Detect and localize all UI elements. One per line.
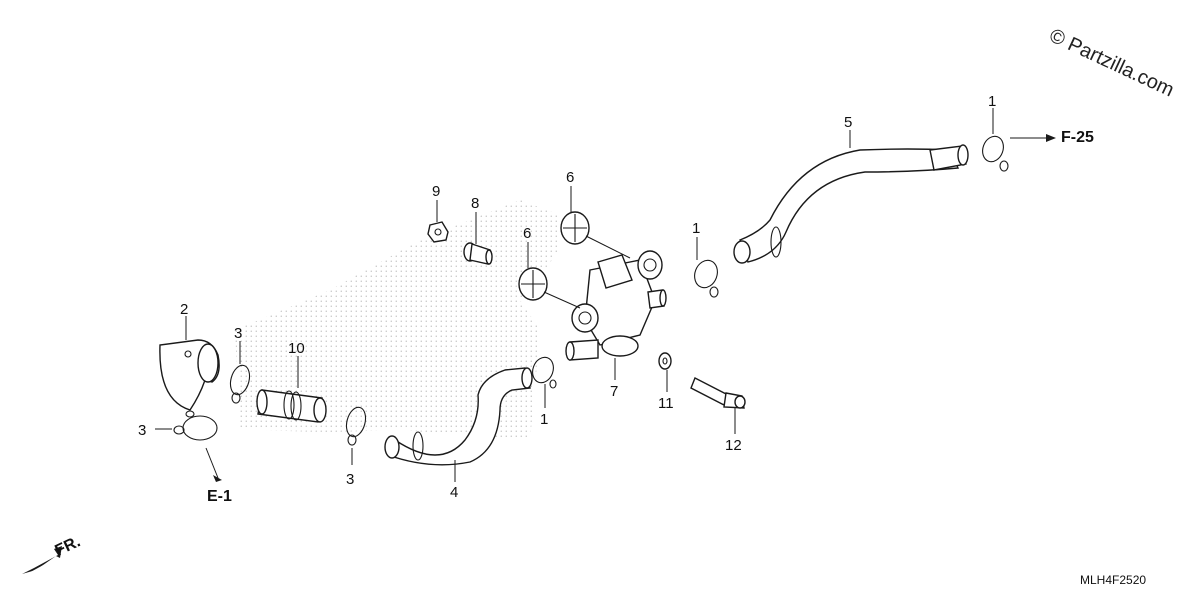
front-arrow-icon (22, 546, 62, 575)
callout-3-top: 3 (234, 325, 242, 342)
part-5-hose[interactable] (733, 144, 969, 264)
callout-1-lower: 1 (540, 411, 548, 428)
callout-12: 12 (725, 437, 742, 454)
callout-5: 5 (844, 114, 852, 131)
part-3-clamp-middle[interactable] (343, 405, 368, 446)
front-label: FR. (53, 533, 84, 559)
part-1-clamp-right[interactable] (979, 133, 1009, 172)
part-1-clamp-middle[interactable] (691, 257, 721, 298)
ref-e1[interactable]: E-1 (207, 488, 232, 505)
callout-7: 7 (610, 383, 618, 400)
part-6-grommet-upper[interactable] (560, 211, 631, 259)
part-8-collar[interactable] (463, 242, 493, 265)
part-11-washer[interactable] (658, 352, 672, 370)
e1-arrow-head (213, 475, 222, 482)
callout-10: 10 (288, 340, 305, 357)
part-7-valve[interactable] (565, 250, 667, 361)
leader-lines (155, 108, 1046, 482)
diagram-code: MLH4F2520 (1080, 573, 1146, 587)
callout-8: 8 (471, 195, 479, 212)
part-9-nut[interactable] (427, 221, 449, 243)
part-12-bolt[interactable] (690, 377, 746, 409)
callout-3-left: 3 (138, 422, 146, 439)
watermark: © Partzilla.com (1046, 25, 1177, 102)
callout-3-bottom: 3 (346, 471, 354, 488)
part-6-grommet-lower[interactable] (518, 267, 581, 309)
callout-9: 9 (432, 183, 440, 200)
part-4-hose[interactable] (384, 367, 533, 466)
callout-1-right: 1 (988, 93, 996, 110)
part-3-clamp-left[interactable] (173, 410, 218, 441)
part-10-joint[interactable] (256, 389, 327, 423)
callout-6-upper: 6 (566, 169, 574, 186)
part-3-clamp-top[interactable] (227, 363, 252, 404)
callout-11: 11 (658, 395, 674, 412)
ref-f25[interactable]: F-25 (1061, 129, 1094, 146)
callout-1-middle: 1 (692, 220, 700, 237)
callout-6-lower: 6 (523, 225, 531, 242)
callout-4: 4 (450, 484, 458, 501)
part-2-elbow[interactable] (159, 339, 220, 411)
f25-arrow-head (1046, 134, 1056, 142)
part-1-clamp-lower[interactable] (529, 354, 557, 389)
callout-2: 2 (180, 301, 188, 318)
